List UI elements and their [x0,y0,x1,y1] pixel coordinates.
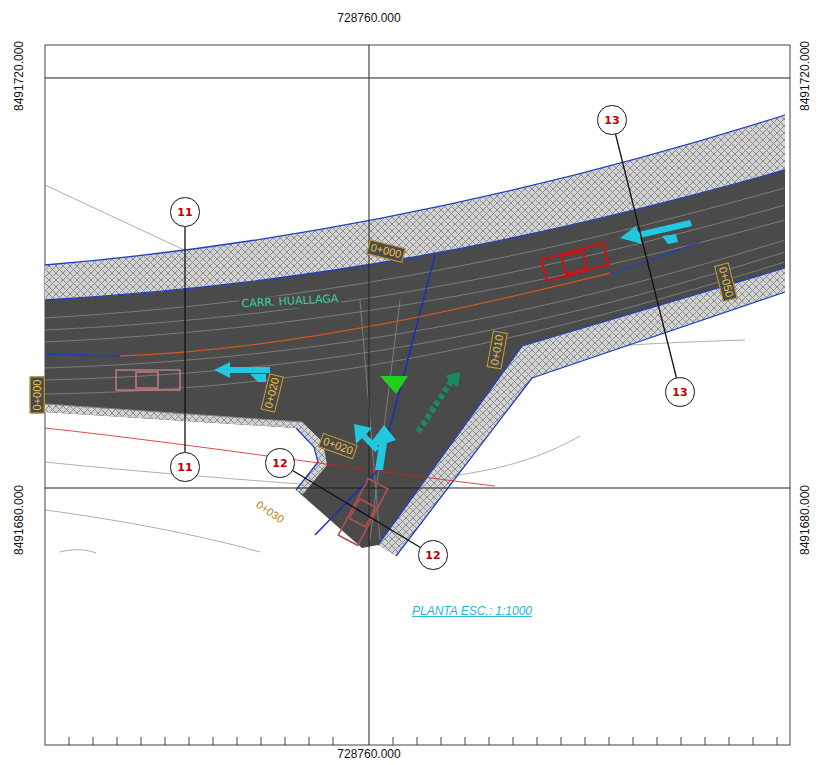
section-line [616,134,677,378]
surface-lines [45,188,785,540]
road-axis [120,273,610,356]
section-number: 13 [604,114,619,127]
vehicle-symbol [116,243,609,545]
section-number: 13 [672,386,687,399]
section-marker: 12 [265,448,294,477]
terrain-lines [45,150,785,553]
sidewalk [45,404,327,494]
scale-note: PLANTA ESC.: 1:1000 [412,605,532,619]
section-number: 12 [425,549,440,562]
grid-coordinate: 8491680.000 [799,485,813,555]
traffic-arrow [214,220,692,470]
asphalt [45,170,785,548]
direction-triangle [380,376,408,394]
section-marker: 11 [170,452,199,481]
station-label: 0+030 [252,497,288,527]
section-line [293,471,421,548]
frame-ticks [69,737,777,745]
direction-arrow [445,372,460,388]
section-number: 11 [177,461,192,474]
grid-coordinate: 8491720.000 [13,41,27,111]
section-marker: 13 [597,105,626,134]
section-number: 11 [177,206,192,219]
edge-lines [45,115,785,556]
grid-coordinate: 8491680.000 [13,485,27,555]
sidewalk [378,268,785,556]
section-marker: 11 [170,197,199,226]
grid-coordinate: 728760.000 [337,12,400,26]
section-line [184,227,185,453]
section-marker: 13 [665,377,694,406]
grid-lines [45,45,790,745]
station-label: 0+000 [30,377,45,414]
direction-arrow [418,380,452,432]
grid-coordinate: 8491720.000 [799,41,813,111]
section-marker: 12 [418,540,447,569]
sheet-frame [45,45,790,745]
grid-coordinate: 728760.000 [337,748,400,762]
section-number: 12 [272,457,287,470]
limit-line [45,428,495,486]
